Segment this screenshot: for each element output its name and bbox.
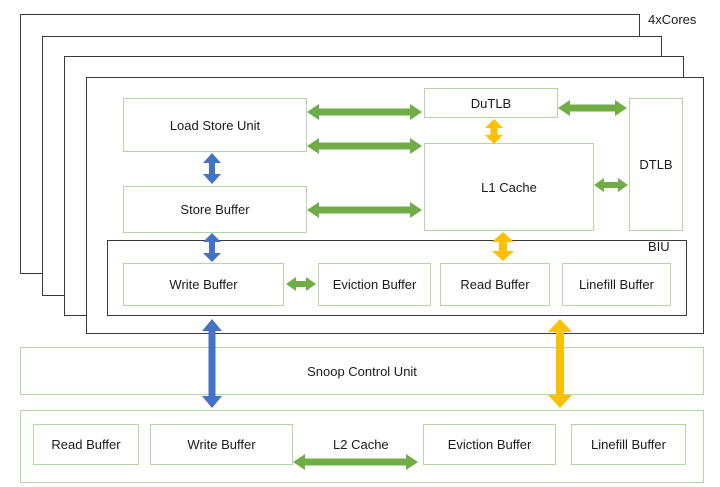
- core-read-buffer: Read Buffer: [440, 263, 550, 306]
- l2-write-buffer: Write Buffer: [150, 424, 293, 465]
- arrow-dutlb-dtlb: [558, 100, 627, 116]
- load-store-unit: Load Store Unit: [123, 98, 307, 152]
- arrow-storebuffer-biu: [203, 233, 221, 262]
- arrow-l1cache-biu: [492, 232, 514, 261]
- cores-label: 4xCores: [648, 12, 697, 27]
- core-eviction-buffer: Eviction Buffer: [318, 263, 431, 306]
- biu-label: BIU: [648, 239, 670, 254]
- arrow-dutlb-l1cache: [485, 119, 503, 144]
- arrow-lsu-dutlb: [307, 104, 422, 120]
- snoop-control-unit: Snoop Control Unit: [20, 347, 704, 395]
- arrow-biu-l2: [202, 319, 222, 408]
- arrow-lsu-l1cache: [307, 138, 422, 154]
- core-linefill-buffer: Linefill Buffer: [562, 263, 671, 306]
- arrow-l2-writebuffer-evictionbuffer: [293, 454, 418, 470]
- arrow-l1cache-dtlb: [594, 178, 628, 192]
- l2-linefill-buffer: Linefill Buffer: [571, 424, 686, 465]
- arrow-storebuffer-l1cache: [307, 202, 422, 218]
- arrow-lsu-storebuffer: [203, 153, 221, 184]
- core-write-buffer: Write Buffer: [123, 263, 284, 306]
- l2-cache-label: L2 Cache: [333, 437, 389, 452]
- l2-eviction-buffer: Eviction Buffer: [423, 424, 556, 465]
- dtlb: DTLB: [629, 98, 683, 231]
- l1-cache: L1 Cache: [424, 143, 594, 231]
- arrow-writebuffer-evictionbuffer: [286, 277, 316, 291]
- dutlb: DuTLB: [424, 88, 558, 118]
- store-buffer: Store Buffer: [123, 186, 307, 233]
- l2-read-buffer: Read Buffer: [33, 424, 139, 465]
- arrow-biu-l2-orange: [548, 319, 572, 408]
